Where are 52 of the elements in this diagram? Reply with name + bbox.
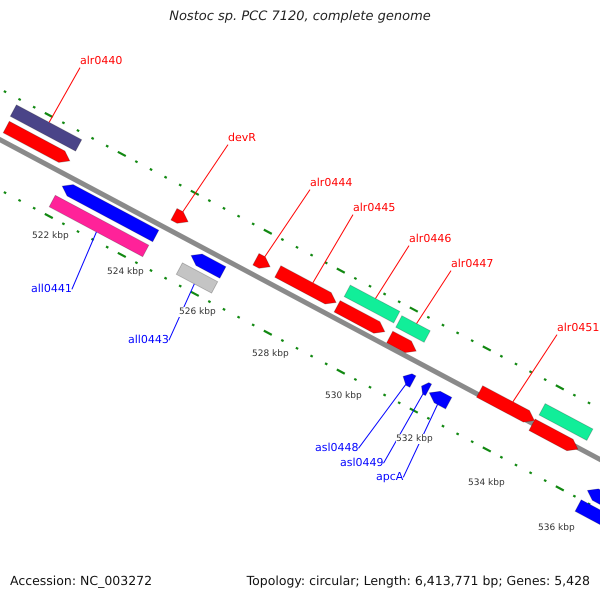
leader-line bbox=[71, 232, 97, 290]
gene-segment bbox=[274, 265, 337, 304]
gene-label: alr0447 bbox=[451, 258, 494, 271]
gene-segment bbox=[170, 208, 189, 224]
leader-line bbox=[312, 214, 354, 284]
gene-segment bbox=[252, 252, 271, 269]
scale-label: 522 kbp bbox=[32, 231, 69, 242]
scale-label: 532 kbp bbox=[396, 434, 433, 444]
gene-label: alr0444 bbox=[310, 177, 352, 190]
leader-line bbox=[383, 394, 424, 464]
leader-line bbox=[182, 144, 228, 212]
gene-segment bbox=[586, 488, 600, 508]
gene-label: apcA bbox=[376, 471, 404, 484]
gene-segment bbox=[428, 390, 452, 410]
leader-line bbox=[416, 270, 452, 324]
gene-segment bbox=[395, 315, 431, 343]
gene-segment bbox=[386, 330, 417, 354]
gene-label: alr0445 bbox=[353, 202, 396, 215]
scale-label: 524 kbp bbox=[107, 267, 144, 278]
scale-label: 528 kbp bbox=[252, 349, 289, 360]
leader-line bbox=[358, 384, 406, 449]
gene-label: alr0440 bbox=[80, 55, 122, 68]
gene-segment bbox=[10, 104, 82, 152]
gene-segment bbox=[2, 120, 70, 163]
gene-label: asl0448 bbox=[315, 442, 359, 455]
footer-text: Accession: NC_003272 bbox=[10, 574, 152, 588]
scale-label: 530 kbp bbox=[325, 391, 362, 402]
leader-line bbox=[512, 334, 558, 402]
gene-label: all0443 bbox=[128, 334, 169, 347]
gene-label: alr0451 bbox=[557, 322, 600, 335]
scale-label: 534 kbp bbox=[468, 478, 505, 488]
scale-label: 526 kbp bbox=[179, 307, 216, 318]
gene-segment bbox=[334, 300, 386, 334]
leader-line bbox=[375, 245, 410, 299]
gene-segment bbox=[176, 262, 218, 294]
gene-label: asl0449 bbox=[340, 457, 384, 470]
gene-label: devR bbox=[228, 132, 256, 145]
gene-segment bbox=[344, 284, 400, 324]
title: Nostoc sp. PCC 7120, complete genome bbox=[169, 10, 431, 25]
gene-segment bbox=[538, 403, 594, 441]
leader-line bbox=[264, 189, 310, 258]
gene-segment bbox=[528, 418, 578, 452]
gene-label: all0441 bbox=[31, 283, 72, 296]
gene-segment bbox=[190, 254, 226, 279]
gene-segment bbox=[48, 194, 150, 258]
gene-segment bbox=[421, 382, 432, 396]
gene-segment bbox=[476, 385, 535, 423]
gene-segment bbox=[402, 373, 416, 388]
leader-line bbox=[48, 67, 80, 123]
scale-label: 536 kbp bbox=[538, 523, 575, 534]
gene-label: alr0446 bbox=[409, 233, 452, 246]
footer-text: Topology: circular; Length: 6,413,771 bp; Genes: 5,428 bbox=[246, 574, 590, 588]
